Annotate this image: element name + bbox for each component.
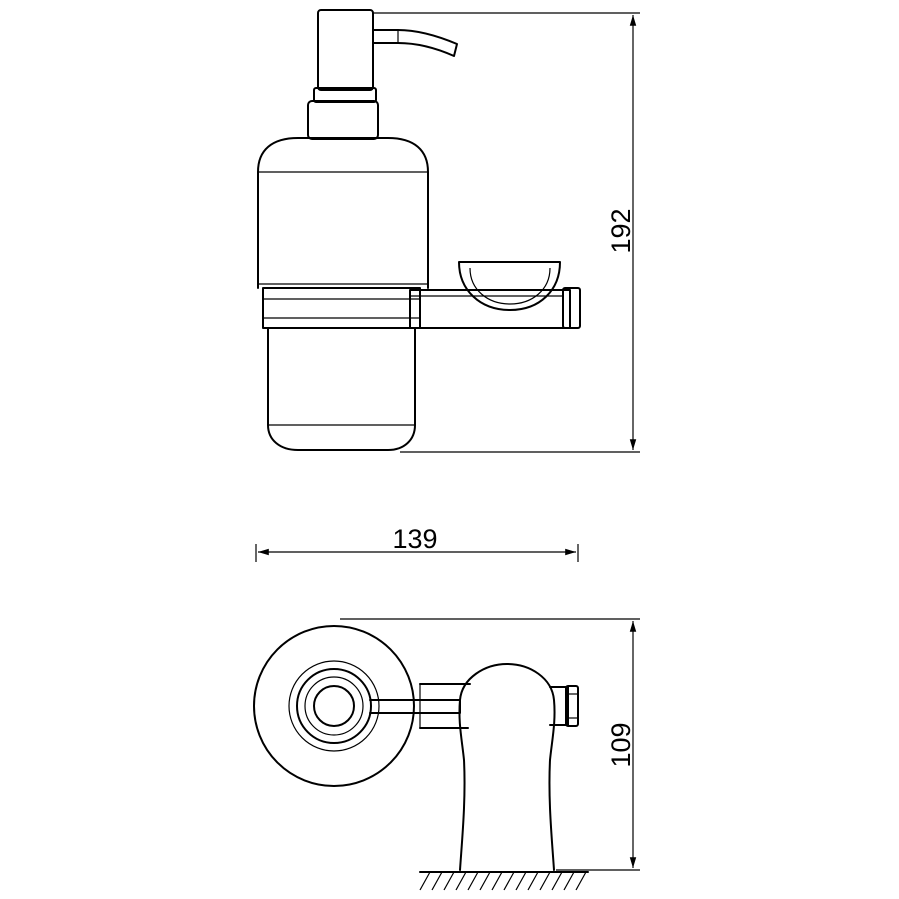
container-lower <box>267 327 416 451</box>
depth-dimension-label: 109 <box>606 722 636 767</box>
holder-ring <box>262 287 421 329</box>
support-arm <box>409 287 581 329</box>
pump-head <box>307 9 379 140</box>
top-arm <box>369 683 471 729</box>
pump-spout <box>372 29 458 57</box>
front-view <box>257 9 581 451</box>
container-upper <box>257 137 429 289</box>
top-view <box>253 625 589 891</box>
width-dimension: 139 <box>255 524 579 562</box>
height-dimension: 192 <box>373 12 640 453</box>
depth-dimension: 109 <box>340 618 640 871</box>
wall-mount <box>458 663 556 871</box>
container-top-circle <box>253 625 415 787</box>
wall-hatch <box>419 871 589 891</box>
cup-holder <box>458 261 561 311</box>
height-dimension-label: 192 <box>606 208 636 253</box>
width-dimension-label: 139 <box>392 524 437 554</box>
